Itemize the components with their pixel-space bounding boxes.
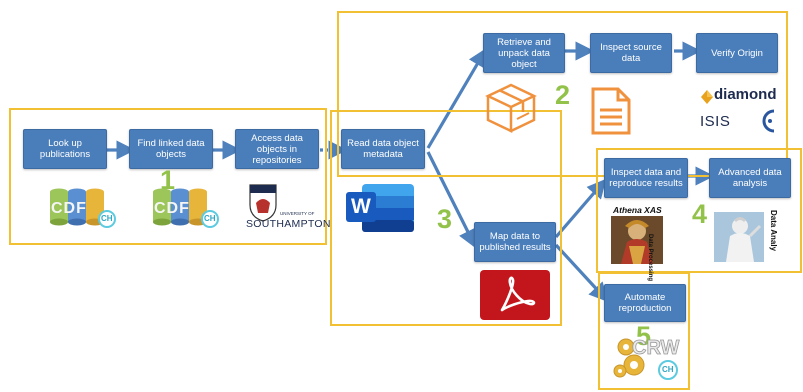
- cdf-label: CDF: [51, 200, 87, 217]
- database-icon: CDF CH: [150, 186, 220, 234]
- lookup-publications-step: Look up publications: [23, 129, 107, 169]
- advanced-analysis-step: Advanced data analysis: [709, 158, 791, 198]
- access-repositories-step: Access data objects in repositories: [235, 129, 319, 169]
- pdf-icon: [480, 270, 550, 320]
- university-name-label: SOUTHAMPTON: [246, 218, 331, 230]
- stage-number-1: 1: [160, 165, 176, 195]
- artemis-icon: Data Analy: [714, 208, 794, 264]
- stage-4-frame: [596, 148, 802, 273]
- retrieve-unpack-step: Retrieve and unpack data object: [483, 33, 565, 73]
- diamond-label: diamond: [714, 86, 777, 103]
- diamond-icon: diamond: [700, 86, 780, 108]
- isis-label: ISIS: [700, 113, 731, 130]
- university-crest-icon: UNIVERSITY OF SOUTHAMPTON: [246, 181, 330, 237]
- ch-label: CH: [204, 214, 216, 223]
- map-data-step: Map data to published results: [474, 222, 556, 262]
- artemis-side-label: Data Analy: [769, 210, 778, 252]
- inspect-reproduce-step: Inspect data and reproduce results: [604, 158, 688, 198]
- document-icon: [590, 86, 632, 136]
- read-metadata-step: Read data object metadata: [341, 129, 425, 169]
- inspect-source-step: Inspect source data: [590, 33, 672, 73]
- ch-label: CH: [101, 214, 113, 223]
- university-small-label: UNIVERSITY OF: [280, 211, 315, 216]
- isis-logo: ISIS: [700, 113, 740, 133]
- stage-5-frame: [598, 272, 690, 390]
- stage-3-frame: [330, 110, 562, 326]
- partial-logo-icon: [758, 108, 778, 134]
- stage-number-5: 5: [636, 321, 652, 351]
- package-icon: [484, 82, 538, 134]
- crw-label: CRW: [632, 337, 680, 360]
- ch-label: CH: [662, 365, 674, 374]
- automate-reproduction-step: Automate reproduction: [604, 284, 686, 322]
- cdf-label: CDF: [154, 200, 190, 217]
- stage-number-4: 4: [692, 199, 708, 229]
- gears-icon: CRW CH: [612, 333, 684, 383]
- arrow-read-to-retrieve: [426, 47, 487, 149]
- verify-origin-step: Verify Origin: [696, 33, 778, 73]
- arrow-map-to-automate: [554, 243, 609, 303]
- stage-1-frame: [9, 108, 327, 245]
- athena-title: Athena XAS: [613, 205, 662, 215]
- athena-icon: Athena XAS Data Processing: [611, 205, 687, 281]
- stage-number-2: 2: [555, 80, 571, 110]
- find-linked-data-step: Find linked data objects: [129, 129, 213, 169]
- word-letter: W: [351, 195, 371, 218]
- arrow-read-to-map: [426, 151, 477, 249]
- word-icon: W: [344, 182, 416, 234]
- stage-number-3: 3: [437, 204, 453, 234]
- stage-2-frame: [337, 11, 788, 177]
- database-icon: CDF CH: [47, 186, 117, 234]
- arrow-map-to-inspect-reproduce: [554, 178, 607, 239]
- athena-side-label: Data Processing: [647, 234, 653, 282]
